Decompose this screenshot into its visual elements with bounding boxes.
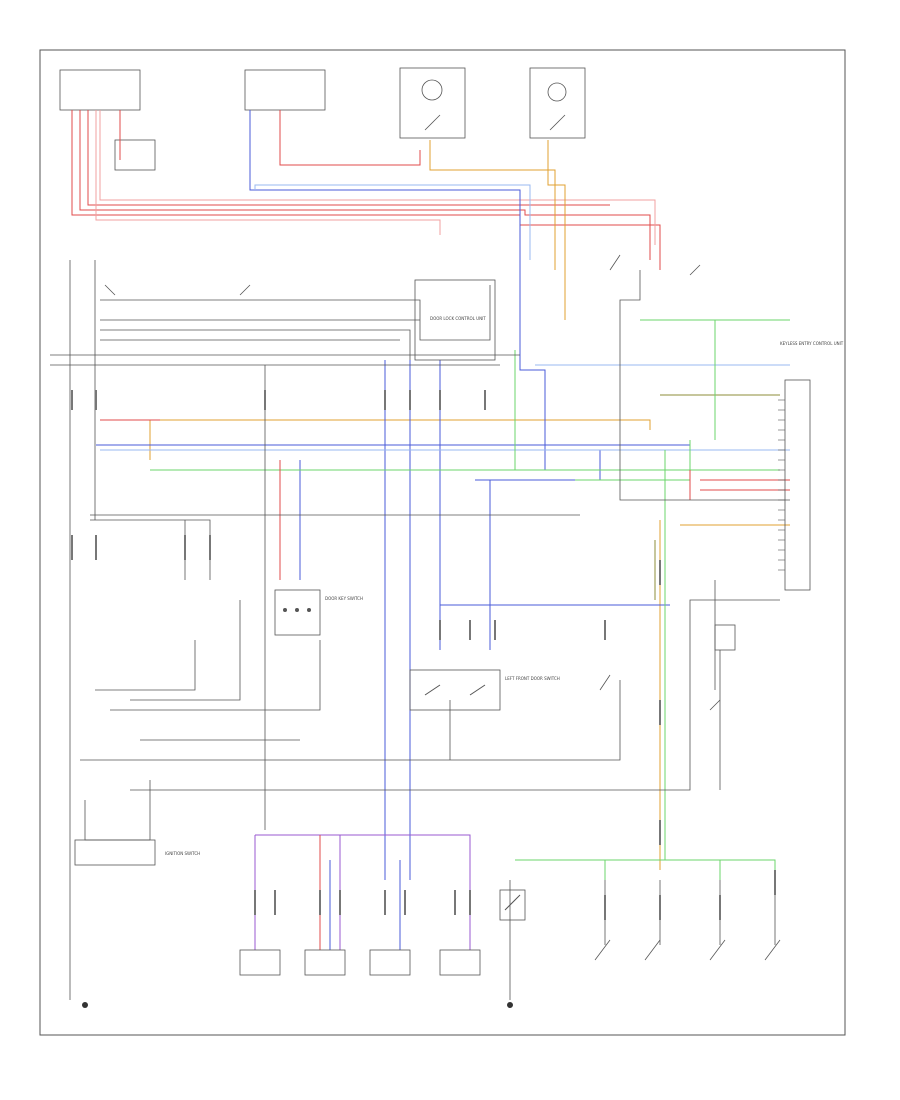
light-blue-wire-harness <box>100 184 790 451</box>
purple-wire-harness <box>254 834 471 950</box>
keyless-entry-module: KEYLESS ENTRY CONTROL UNIT <box>778 341 844 591</box>
door-lock-control-unit: DOOR LOCK CONTROL UNIT <box>414 279 496 361</box>
door-key-switch: DOOR KEY SWITCH <box>274 589 363 636</box>
door-lock-switch: LEFT FRONT DOOR SWITCH <box>409 669 560 711</box>
orange-wire-harness <box>149 140 790 870</box>
ignition-switch: IGNITION SWITCH <box>74 839 200 866</box>
trunk-switch <box>499 889 526 921</box>
actuator-row <box>239 949 481 976</box>
front-door-lock-actuator-left <box>304 949 346 976</box>
fuse-block <box>59 67 586 171</box>
diagram-frame <box>39 49 846 1036</box>
door-lock-control-unit-label: DOOR LOCK CONTROL UNIT <box>430 316 486 321</box>
black-wire-harness <box>50 260 790 1000</box>
door-switch-rr <box>764 939 781 961</box>
top-switch-symbols <box>104 114 736 711</box>
connector-markers <box>71 390 776 920</box>
ground-trunk <box>507 1002 513 1008</box>
door-switch-lf <box>594 939 611 961</box>
rear-door-lock-actuator-left <box>239 949 281 976</box>
door-switch-lr <box>709 939 726 961</box>
rear-door-lock-actuator-right <box>369 949 411 976</box>
pink-wire-harness <box>95 110 656 245</box>
door-key-switch-label: DOOR KEY SWITCH <box>325 596 363 601</box>
trunk-lock-actuator <box>439 949 481 976</box>
door-switch-row <box>594 880 781 961</box>
keyless-entry-module-label: KEYLESS ENTRY CONTROL UNIT <box>780 341 844 346</box>
door-switch-rf <box>644 939 661 961</box>
ignition-switch-label: IGNITION SWITCH <box>165 851 200 856</box>
door-lock-switch-label: LEFT FRONT DOOR SWITCH <box>505 676 560 681</box>
green-wire-harness <box>150 319 790 880</box>
red-lower-wires <box>100 419 790 950</box>
ground-left <box>82 1002 88 1008</box>
olive-wire-harness <box>654 394 780 600</box>
